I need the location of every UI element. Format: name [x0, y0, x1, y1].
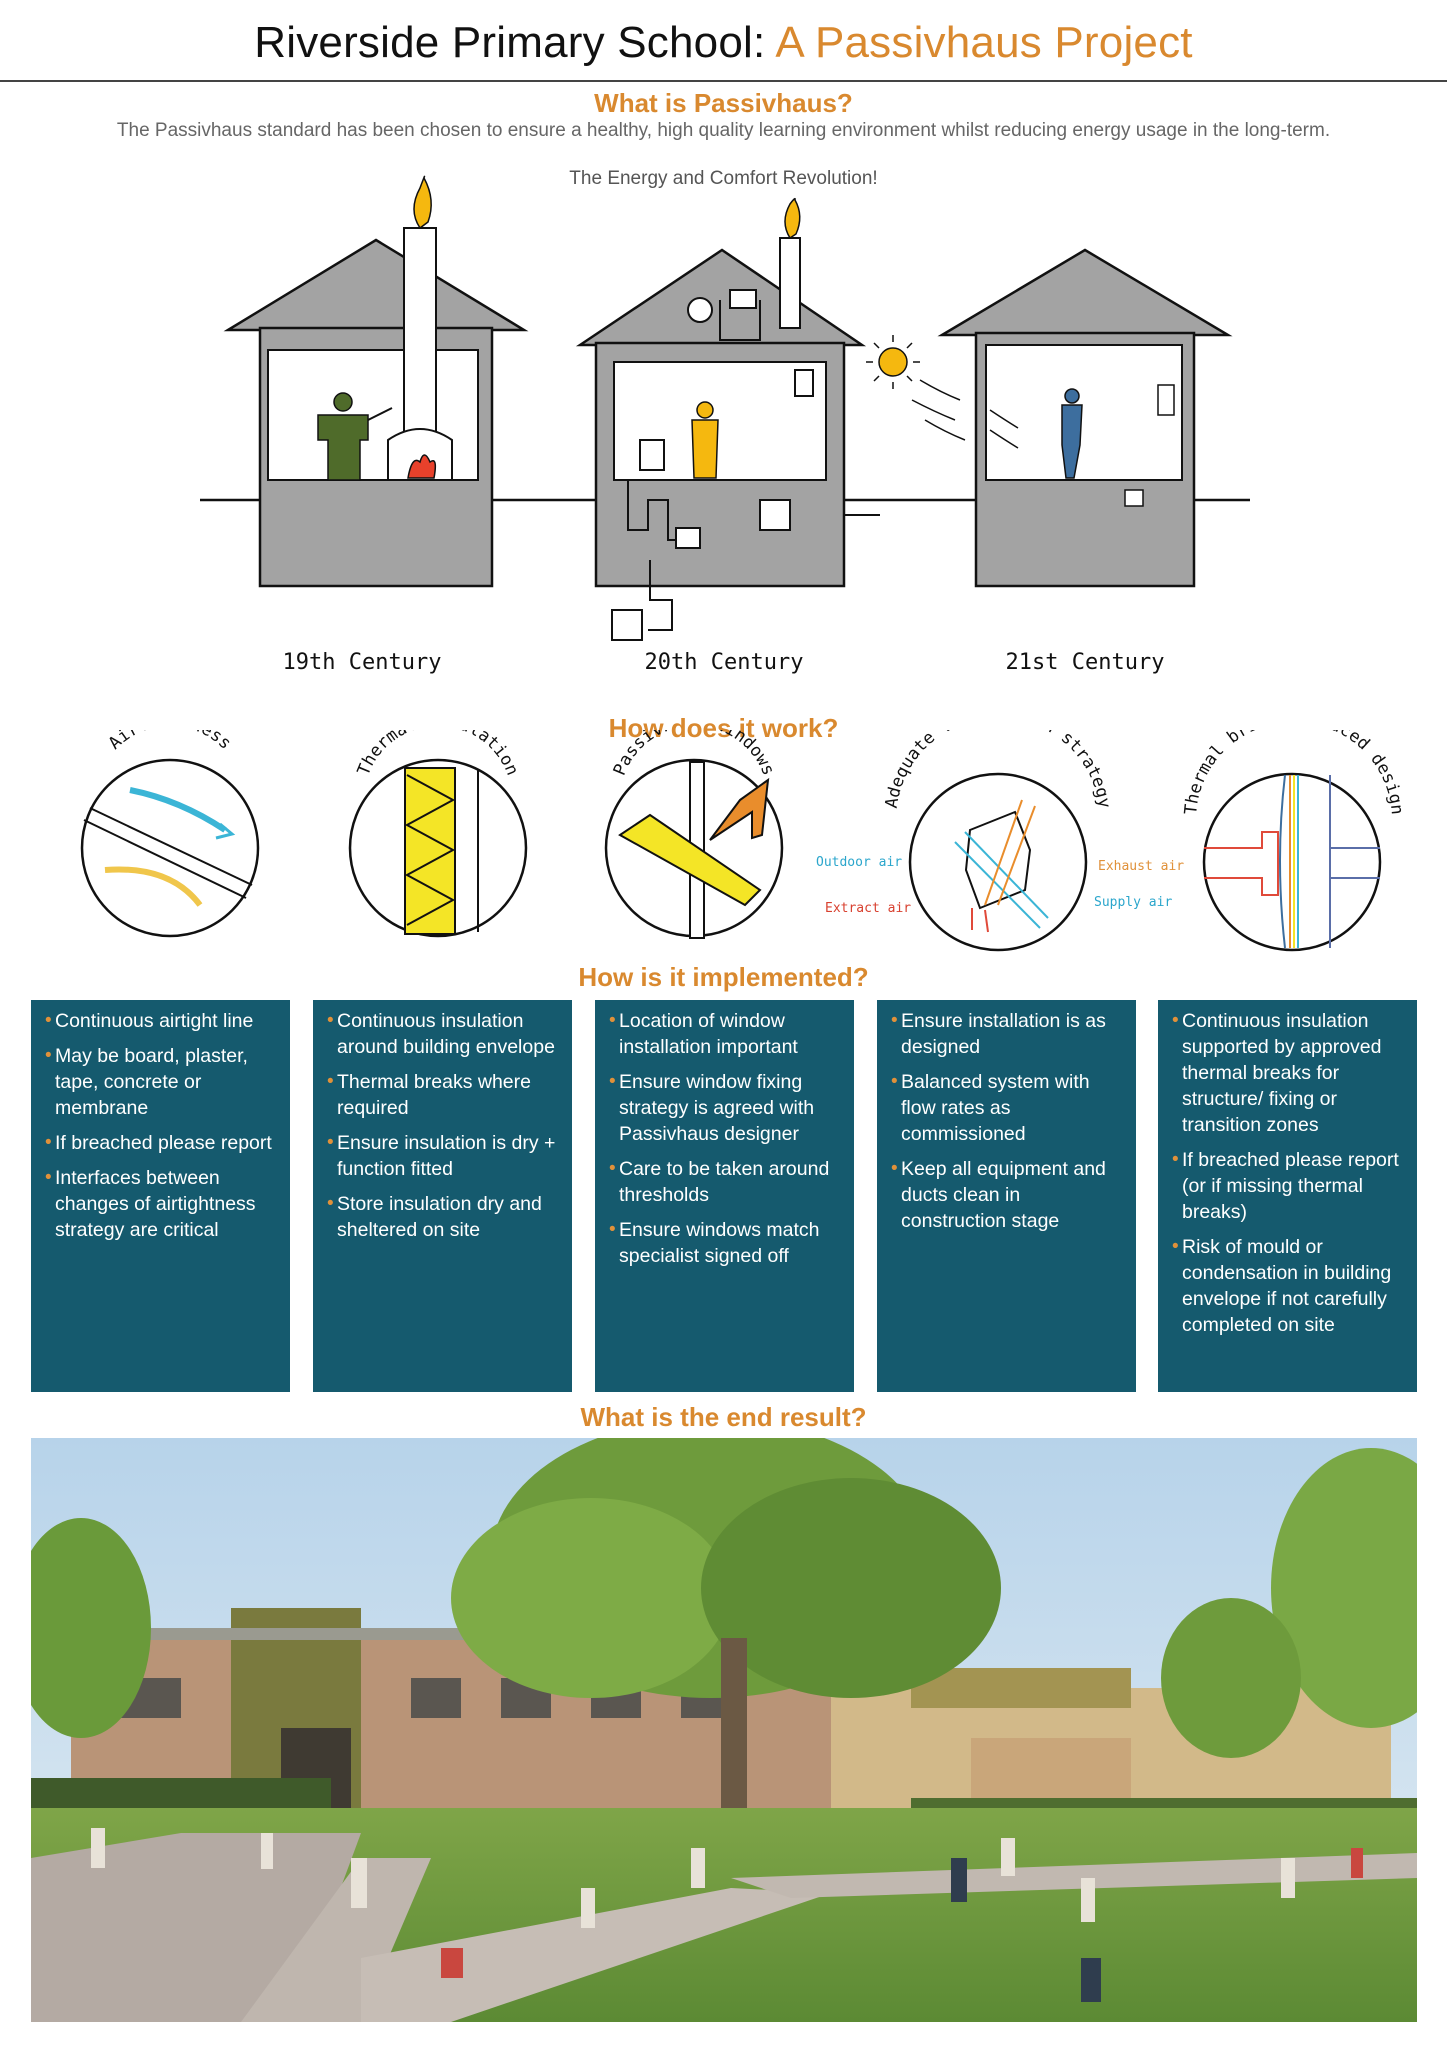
- list-item: Ensure windows match specialist signed o…: [609, 1217, 842, 1269]
- label-19th-century: 19th Century: [282, 650, 442, 675]
- panel-windows: Location of window installation importan…: [595, 1000, 854, 1392]
- list-item: Ensure insulation is dry + function fitt…: [327, 1130, 560, 1182]
- section-heading-how: How does it work?: [608, 713, 839, 743]
- section-heading-implemented: How is it implemented?: [578, 962, 869, 992]
- century-houses-illustration: [200, 175, 1250, 641]
- list-item: May be board, plaster, tape, concrete or…: [45, 1043, 278, 1121]
- school-scene-illustration: [31, 1438, 1417, 2022]
- label-exhaust-air: Exhaust air: [1098, 859, 1184, 874]
- list-item: Continuous airtight line: [45, 1008, 278, 1034]
- title-accent: A Passivhaus Project: [775, 18, 1193, 67]
- intro-text: The Passivhaus standard has been chosen …: [116, 120, 1331, 141]
- list-item: Continuous insulation around building en…: [327, 1008, 560, 1060]
- section-heading-result: What is the end result?: [580, 1402, 867, 1432]
- label-outdoor-air: Outdoor air: [816, 855, 902, 870]
- person-icon: [317, 414, 369, 481]
- airtightness-diagram: Airtightness: [80, 730, 260, 938]
- implementation-panels: Continuous airtight line May be board, p…: [31, 1000, 1417, 1392]
- house-20th-century: [575, 197, 880, 641]
- thermal-insulation-diagram: Thermal insulation: [348, 730, 528, 938]
- title-main: Riverside Primary School:: [254, 18, 766, 67]
- sun-icon: [878, 347, 908, 377]
- label-airtightness: Airtightness: [105, 730, 235, 754]
- list-item: Keep all equipment and ducts clean in co…: [891, 1156, 1124, 1234]
- svg-text:Airtightness: Airtightness: [105, 730, 235, 754]
- flame-icon: [413, 175, 432, 230]
- house-19th-century: [223, 175, 529, 588]
- school-rendering-image: [31, 1438, 1417, 2022]
- list-item: Care to be taken around thresholds: [609, 1156, 842, 1208]
- label-21st-century: 21st Century: [1005, 650, 1165, 675]
- panel-thermal-insulation: Continuous insulation around building en…: [313, 1000, 572, 1392]
- list-item: Balanced system with flow rates as commi…: [891, 1069, 1124, 1147]
- list-item: Store insulation dry and sheltered on si…: [327, 1191, 560, 1243]
- list-item: Thermal breaks where required: [327, 1069, 560, 1121]
- page-title: Riverside Primary School: A Passivhaus P…: [0, 18, 1447, 68]
- person-icon: [691, 419, 719, 479]
- label-supply-air: Supply air: [1094, 895, 1172, 910]
- energy-subheading: The Energy and Comfort Revolution!: [569, 168, 878, 189]
- panel-airtightness: Continuous airtight line May be board, p…: [31, 1000, 290, 1392]
- panel-ventilation: Ensure installation is as designed Balan…: [877, 1000, 1136, 1392]
- section-heading-what: What is Passivhaus?: [594, 88, 853, 118]
- list-item: Ensure installation is as designed: [891, 1008, 1124, 1060]
- panel-thermal-bridge: Continuous insulation supported by appro…: [1158, 1000, 1417, 1392]
- person-icon: [1061, 404, 1083, 479]
- label-20th-century: 20th Century: [644, 650, 804, 675]
- list-item: Risk of mould or condensation in buildin…: [1172, 1234, 1405, 1338]
- label-extract-air: Extract air: [825, 901, 911, 916]
- list-item: Continuous insulation supported by appro…: [1172, 1008, 1405, 1138]
- thermal-bridge-diagram: Thermal bridge reduced design: [1181, 730, 1407, 952]
- list-item: If breached please report (or if missing…: [1172, 1147, 1405, 1225]
- passivhaus-windows-diagram: Passivhaus windows: [604, 730, 784, 939]
- list-item: Ensure window fixing strategy is agreed …: [609, 1069, 842, 1147]
- title-divider: [0, 80, 1447, 82]
- how-it-works-diagram: Airtightness Thermal insulation Passivha…: [80, 730, 1407, 952]
- house-21st-century: [866, 248, 1233, 588]
- list-item: Interfaces between changes of airtightne…: [45, 1165, 278, 1243]
- list-item: If breached please report: [45, 1130, 278, 1156]
- ventilation-diagram: Adequate ventilation strategy: [882, 730, 1114, 952]
- list-item: Location of window installation importan…: [609, 1008, 842, 1060]
